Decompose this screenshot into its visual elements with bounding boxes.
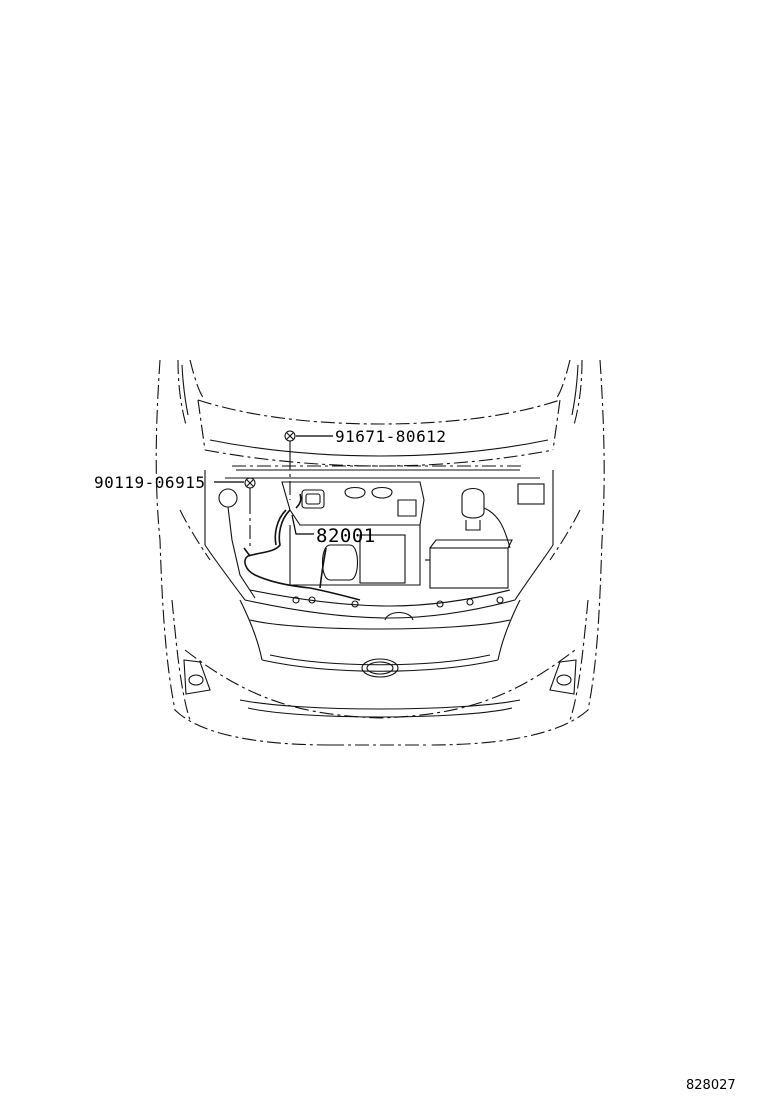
front-bumper (171, 599, 589, 721)
engine-bay-frame (179, 470, 581, 619)
bolt-icon-top (284, 430, 296, 500)
bolt-icon-left (244, 477, 256, 548)
part-number-left: 90119-06915 (94, 473, 205, 492)
hood-outline (197, 399, 561, 471)
car-body-outline (155, 359, 605, 746)
engine-components (218, 481, 545, 621)
part-number-top: 91671-80612 (335, 427, 446, 446)
wire-harness (243, 493, 361, 601)
figure-reference-code: 828027 (686, 1078, 736, 1093)
leader-line-center (291, 514, 314, 535)
part-number-center: 82001 (316, 525, 376, 547)
